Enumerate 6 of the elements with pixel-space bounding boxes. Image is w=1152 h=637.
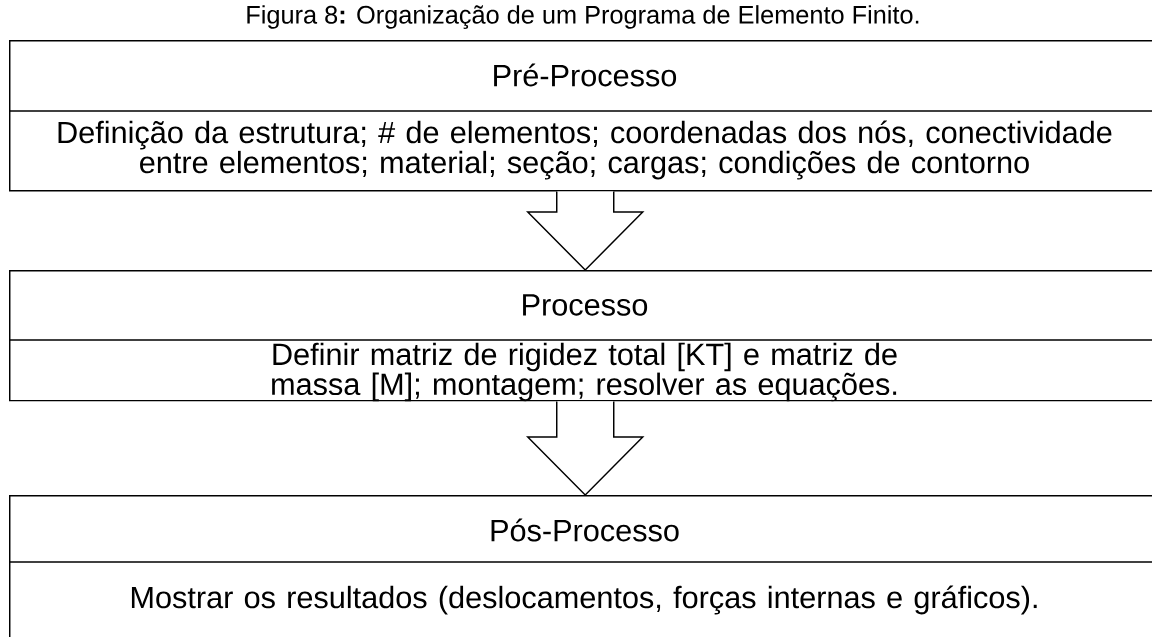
process-box: Pré-Processo Definição da estrutura; # de elementos; coordenadas dos nós, conectividade entre elementos; material; seção; cargas; condições de contorno: [8, 40, 1152, 192]
block-arrow: [525, 400, 645, 497]
figure-title: Figura 8: Organização de um Programa de Elemento Finito.: [247, 5, 919, 29]
block-arrow: [525, 190, 645, 272]
process-box: Pós-Processo Mostrar os resultados (deslocamentos, forças internas e gráficos).: [8, 495, 1152, 637]
process-box: Processo Definir matriz de rigidez total [KT] e matriz de massa [M]; montagem; resolver as equações.: [8, 270, 1152, 402]
